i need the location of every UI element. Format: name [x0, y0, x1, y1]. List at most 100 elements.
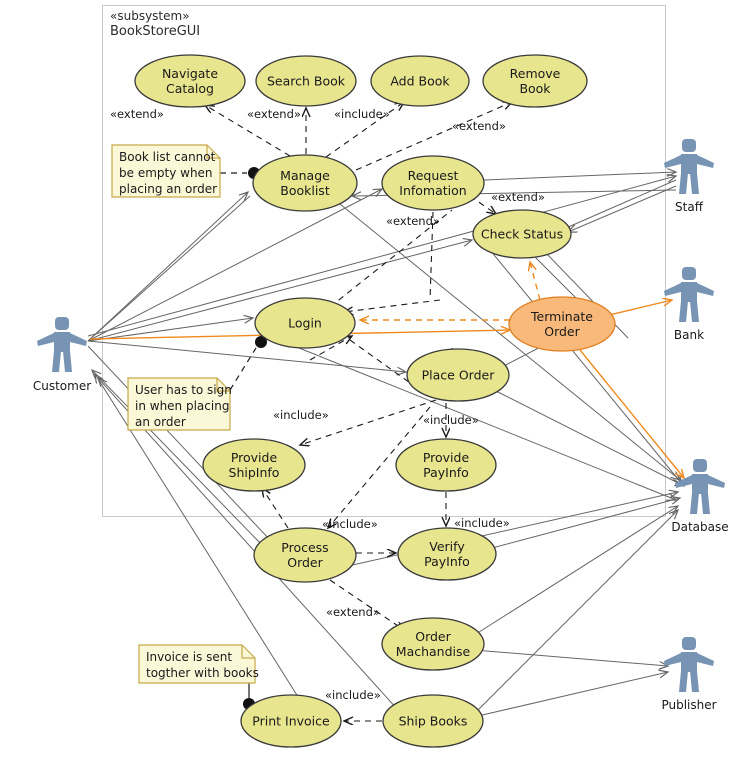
actor-leg-right: [690, 671, 699, 692]
use-case-place-order[interactable]: Place Order: [406, 348, 510, 402]
actor-head: [682, 139, 696, 152]
use-case-ellipse: [472, 209, 572, 259]
subsystem-boundary: [102, 5, 666, 517]
note-line: Invoice is sent: [146, 650, 232, 664]
use-case-label: Infomation: [399, 183, 466, 198]
use-case-label: Book: [519, 81, 551, 96]
note-note-invoice: Invoice is sent togther with books: [138, 644, 259, 684]
actor-staff[interactable]: Staff: [664, 139, 714, 214]
use-case-label: Provide: [231, 450, 278, 465]
note-fold-icon: [241, 645, 255, 659]
actor-arm-right: [697, 283, 714, 296]
use-case-print-invoice[interactable]: Print Invoice: [240, 694, 342, 748]
use-case-label: Request: [408, 168, 459, 183]
use-case-ellipse: [255, 55, 357, 107]
use-case-label: Navigate: [162, 66, 218, 81]
use-case-add-book[interactable]: Add Book: [370, 55, 470, 107]
note-line: an order: [135, 415, 186, 429]
note-line: in when placing: [135, 399, 229, 413]
use-case-label: Remove: [510, 66, 561, 81]
actor-torso: [681, 652, 697, 672]
actor-leg-left: [52, 351, 61, 372]
use-case-ship-books[interactable]: Ship Books: [382, 694, 484, 748]
note-body: [138, 644, 256, 684]
use-case-label: Booklist: [280, 183, 330, 198]
use-case-label: ShipInfo: [229, 465, 280, 480]
actor-label: Staff: [675, 200, 704, 214]
use-case-label: Add Book: [390, 74, 450, 89]
actor-leg-left: [679, 301, 688, 322]
actor-head: [682, 637, 696, 650]
use-case-label: Order: [415, 629, 451, 644]
actor-customer[interactable]: Customer: [33, 317, 91, 393]
use-case-ellipse: [381, 617, 485, 671]
use-case-check-status[interactable]: Check Status: [472, 209, 572, 259]
relationship-label-lbl-extend-request: «extend»: [386, 214, 440, 228]
use-case-ellipse: [406, 348, 510, 402]
use-case-ellipse: [397, 527, 497, 581]
actor-leg-right: [701, 493, 710, 514]
relationship-label-lbl-extend-navigate: «extend»: [110, 107, 164, 121]
use-case-label: Print Invoice: [252, 714, 330, 729]
use-case-label: Login: [288, 316, 322, 331]
actor-arm-right: [70, 333, 87, 346]
note-fold-icon: [216, 378, 230, 392]
actor-database[interactable]: Database: [671, 459, 729, 534]
use-case-label: Check Status: [481, 227, 563, 242]
use-case-ellipse: [395, 438, 497, 492]
note-anchors: [220, 167, 267, 710]
use-case-ellipse: [370, 55, 470, 107]
relationship-label-lbl-include-payinfo: «include»: [423, 413, 479, 427]
note-line: Book list cannot: [119, 150, 216, 164]
note-fold-icon: [206, 145, 220, 159]
actor-arm-right: [708, 475, 725, 488]
subsystem-name: BookStoreGUI: [110, 24, 200, 39]
relationship-label-lbl-extend-ordermach: «extend»: [326, 605, 380, 619]
use-case-ellipse: [254, 297, 356, 349]
relationship-label-lbl-extend-search: «extend»: [247, 107, 301, 121]
use-case-label: PayInfo: [423, 465, 469, 480]
actor-arm-left: [664, 653, 681, 666]
use-case-label: Process: [281, 540, 328, 555]
actor-arm-left: [664, 155, 681, 168]
use-case-search-book[interactable]: Search Book: [255, 55, 357, 107]
note-body: [127, 377, 231, 431]
actor-leg-left: [679, 173, 688, 194]
actor-leg-right: [63, 351, 72, 372]
actor-label: Customer: [33, 379, 91, 393]
actor-arm-right: [697, 155, 714, 168]
actor-publisher[interactable]: Publisher: [661, 637, 717, 712]
use-case-label: Ship Books: [399, 714, 468, 729]
note-line: User has to sign: [135, 383, 232, 397]
actor-torso: [681, 282, 697, 302]
use-case-label: Order: [287, 555, 323, 570]
use-case-label: Manage: [280, 168, 330, 183]
actor-leg-left: [679, 671, 688, 692]
relationship-label-lbl-include-shipinfo: «include»: [273, 408, 329, 422]
actor-bank[interactable]: Bank: [664, 267, 714, 342]
use-case-label: Catalog: [166, 81, 214, 96]
actor-leg-left: [690, 493, 699, 514]
use-case-label: Verify: [429, 539, 465, 554]
actor-arm-right: [697, 653, 714, 666]
use-case-ellipse: [253, 527, 357, 583]
use-case-label: Place Order: [422, 368, 496, 383]
note-line: togther with books: [146, 666, 259, 680]
use-case-login[interactable]: Login: [254, 297, 356, 349]
use-case-label: Search Book: [267, 74, 346, 89]
note-body: [111, 144, 221, 198]
note-line: be empty when: [119, 166, 213, 180]
